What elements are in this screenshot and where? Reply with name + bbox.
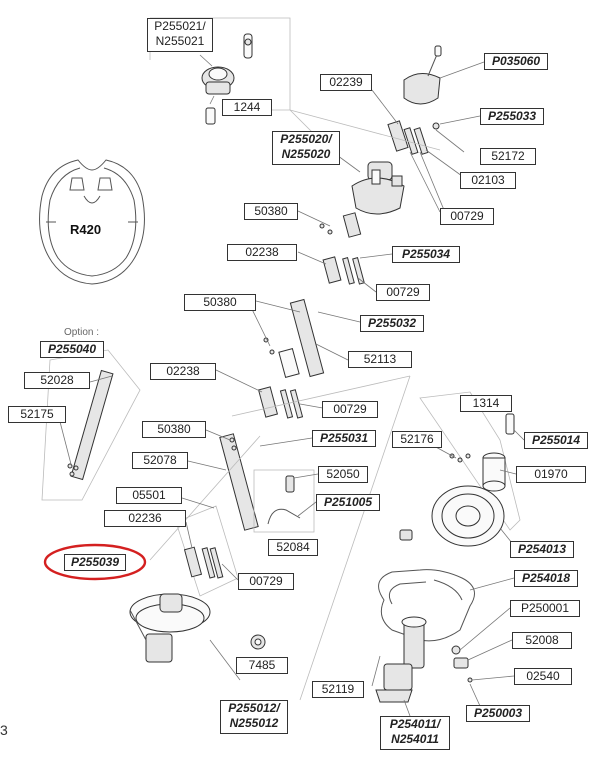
label-52119: 52119 (312, 681, 364, 698)
label-p255033: P255033 (480, 108, 544, 125)
label-00729-d: 00729 (238, 573, 294, 590)
top-knob-drawing (403, 45, 485, 105)
label-52172: 52172 (480, 148, 536, 165)
label-02236: 02236 (104, 510, 186, 527)
connector-segment-2 (215, 369, 335, 419)
label-p035060: P035060 (484, 53, 548, 70)
lower-column (187, 429, 313, 531)
long-tube-52113 (247, 298, 361, 378)
label-05501: 05501 (116, 487, 182, 504)
label-p255034: P255034 (392, 246, 460, 263)
label-52078: 52078 (132, 452, 188, 469)
upper-shaft-group (371, 89, 481, 213)
label-p255040: P255040 (40, 341, 104, 358)
label-00729-a: 00729 (440, 208, 494, 225)
label-02238-a: 02238 (227, 244, 297, 261)
label-02238-b: 02238 (150, 363, 216, 380)
right-upper-assembly (419, 391, 525, 549)
label-02540: 02540 (514, 668, 572, 685)
label-p254011: P254011/ N254011 (380, 716, 450, 750)
label-02239: 02239 (320, 74, 372, 91)
bracket-box (253, 469, 319, 533)
label-p255039: P255039 (64, 554, 126, 571)
label-52113: 52113 (348, 351, 412, 368)
label-p255014: P255014 (524, 432, 588, 449)
option-tube (41, 349, 141, 501)
label-52050: 52050 (318, 466, 368, 483)
label-52028: 52028 (24, 372, 90, 389)
connector-box-p255039 (175, 497, 239, 597)
profile-r420-drawing (39, 159, 145, 285)
label-01970: 01970 (516, 466, 586, 483)
label-00729-c: 00729 (322, 401, 378, 418)
base-left-drawing (129, 593, 241, 681)
label-p250003: P250003 (466, 705, 530, 722)
label-52176: 52176 (392, 431, 442, 448)
knob-7485 (250, 634, 266, 650)
label-p255032: P255032 (360, 315, 424, 332)
label-50380-c: 50380 (142, 421, 206, 438)
label-p254018: P254018 (514, 570, 578, 587)
clamp-part-drawing (199, 33, 253, 125)
right-lower-assembly (371, 529, 515, 717)
label-p251005: P251005 (316, 494, 380, 511)
label-p255012: P255012/ N255012 (220, 700, 288, 734)
column-frame-lines (149, 109, 441, 701)
label-7485: 7485 (236, 657, 288, 674)
label-1244: 1244 (222, 99, 272, 116)
label-p255020: P255020/ N255020 (272, 131, 340, 165)
label-50380-a: 50380 (244, 203, 298, 220)
label-50380-b: 50380 (184, 294, 256, 311)
label-1314: 1314 (460, 395, 512, 412)
label-p250001: P250001 (510, 600, 580, 617)
label-p254013: P254013 (510, 541, 574, 558)
option-caption: Option : (64, 327, 100, 338)
label-02103: 02103 (460, 172, 516, 189)
label-p255021: P255021/ N255021 (147, 18, 213, 52)
profile-label: R420 (70, 222, 102, 237)
corner-mark: 3 (0, 722, 8, 738)
label-52084: 52084 (268, 539, 318, 556)
label-52008: 52008 (512, 632, 572, 649)
connector-segment-1 (297, 210, 393, 293)
label-52175: 52175 (8, 406, 66, 423)
highlight-ellipse (43, 543, 147, 581)
head-assembly-drawing (329, 149, 405, 215)
label-00729-b: 00729 (376, 284, 430, 301)
label-p255031: P255031 (312, 430, 376, 447)
